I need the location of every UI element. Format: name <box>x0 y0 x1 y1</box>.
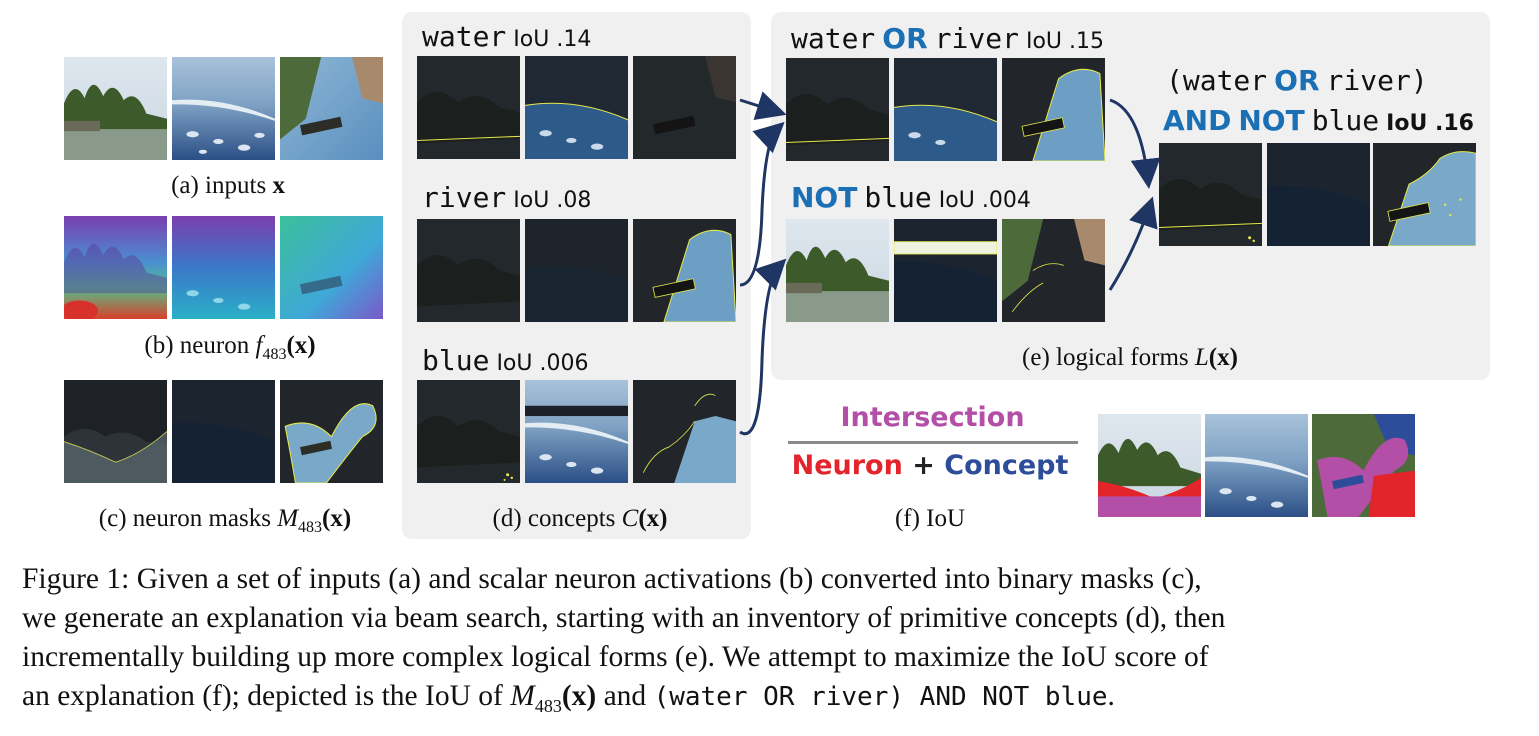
form-or-iou: IoU .15 <box>1025 29 1104 54</box>
neuron-heatmap-forest <box>64 216 167 319</box>
iou-neuron: Neuron <box>791 450 903 481</box>
caption-d: (d) concepts C(x) <box>440 505 720 533</box>
caption-b-arg: (x) <box>286 332 316 359</box>
concept-water-iou: IoU .14 <box>513 27 592 52</box>
iou-plus: + <box>912 450 935 481</box>
concept-river-image-3 <box>633 219 736 322</box>
concept-water-name: water <box>422 20 507 53</box>
form-or-left: water <box>791 22 876 55</box>
caption-b: (b) neuron f483(x) <box>100 332 360 364</box>
figure-caption-line4-and: and <box>603 680 647 712</box>
iou-image-forest <box>1098 414 1201 517</box>
caption-c-arg: (x) <box>322 505 352 532</box>
caption-a: (a) inputs x <box>118 172 338 200</box>
form-final-or: OR <box>1274 64 1320 97</box>
form-not-image-1 <box>786 219 889 322</box>
figure-caption-line4-arg: (x) <box>561 680 597 712</box>
iou-image-sea <box>1205 414 1308 517</box>
caption-c-text: (c) neuron masks <box>98 505 271 532</box>
caption-c-func: M <box>277 505 299 532</box>
figure-caption-line4-end: . <box>1107 680 1115 712</box>
form-final-line1: (water OR river) <box>1166 64 1428 98</box>
form-final-close: river) <box>1326 64 1428 97</box>
figure-caption-line4-pre: an explanation (f); depicted is the IoU … <box>22 680 503 712</box>
form-final-not: NOT <box>1238 104 1305 137</box>
form-final-term: blue <box>1311 104 1380 137</box>
concept-river-image-2 <box>525 219 628 322</box>
form-or-image-2 <box>894 58 997 161</box>
caption-d-arg: (x) <box>638 505 668 532</box>
form-or-image-3 <box>1002 58 1105 161</box>
form-final-open: (water <box>1166 64 1268 97</box>
concept-label-blue: blue IoU .006 <box>422 344 588 378</box>
form-or-image-1 <box>786 58 889 161</box>
caption-a-var: x <box>272 172 285 199</box>
caption-b-func: f <box>255 332 263 359</box>
form-not-image-2 <box>894 219 997 322</box>
iou-image-canal <box>1312 414 1415 517</box>
concept-label-river: river IoU .08 <box>422 181 591 215</box>
form-final-image-2 <box>1267 143 1370 246</box>
form-final-image-3 <box>1373 143 1476 246</box>
concept-blue-image-2 <box>525 380 628 483</box>
caption-b-sub: 483 <box>262 346 287 363</box>
concept-blue-image-3 <box>633 380 736 483</box>
caption-c-sub: 483 <box>298 519 323 536</box>
concept-river-iou: IoU .08 <box>513 188 592 213</box>
form-not-blue-label: NOT blue IoU .004 <box>791 181 1031 215</box>
neuron-mask-sea <box>172 380 275 483</box>
figure-caption-line3: incrementally building up more complex l… <box>22 641 1209 673</box>
caption-e-func: L <box>1194 344 1209 371</box>
form-not-image-3 <box>1002 219 1105 322</box>
concept-river-name: river <box>422 181 507 214</box>
concept-water-image-2 <box>525 56 628 159</box>
concept-water-image-3 <box>633 56 736 159</box>
concept-label-water: water IoU .14 <box>422 20 591 54</box>
figure-caption-line2: we generate an explanation via beam sear… <box>22 602 1226 634</box>
caption-c: (c) neuron masks M483(x) <box>60 505 390 537</box>
figure-caption-line4-M: M <box>510 680 535 712</box>
figure-caption-line4-sub: 483 <box>534 695 562 716</box>
input-image-canal <box>280 57 383 160</box>
form-final-image-1 <box>1159 143 1262 246</box>
neuron-heatmap-sea <box>172 216 275 319</box>
form-final-and: AND <box>1163 104 1232 137</box>
caption-a-text: (a) inputs <box>171 172 267 199</box>
caption-d-func: C <box>621 505 639 532</box>
neuron-heatmap-canal <box>280 216 383 319</box>
form-final-iou: IoU .16 <box>1386 111 1474 136</box>
input-image-forest <box>64 57 167 160</box>
input-image-sea <box>172 57 275 160</box>
caption-b-text: (b) neuron <box>144 332 250 359</box>
caption-e: (e) logical forms L(x) <box>975 344 1285 372</box>
form-not-iou: IoU .004 <box>938 188 1031 213</box>
caption-e-arg: (x) <box>1208 344 1238 371</box>
concept-water-image-1 <box>417 56 520 159</box>
concept-blue-iou: IoU .006 <box>496 351 589 376</box>
figure-caption-line4-code: (water OR river) AND NOT blue <box>653 682 1108 712</box>
concept-blue-name: blue <box>422 344 490 377</box>
figure-caption-line4: an explanation (f); depicted is the IoU … <box>22 677 1532 726</box>
figure-caption-line1: Figure 1: Given a set of inputs (a) and … <box>22 563 1202 595</box>
form-final-line2: AND NOT blue IoU .16 <box>1163 104 1474 138</box>
concept-river-image-1 <box>417 219 520 322</box>
form-or-right: river <box>934 22 1019 55</box>
concept-blue-image-1 <box>417 380 520 483</box>
form-not-op: NOT <box>791 181 858 214</box>
caption-e-text: (e) logical forms <box>1022 344 1189 371</box>
neuron-mask-forest <box>64 380 167 483</box>
iou-concept: Concept <box>944 450 1069 481</box>
iou-fraction-line <box>788 441 1078 444</box>
figure-caption: Figure 1: Given a set of inputs (a) and … <box>22 560 1532 726</box>
form-or-op: OR <box>882 22 928 55</box>
logical-forms-panel <box>771 12 1490 380</box>
caption-d-text: (d) concepts <box>492 505 616 532</box>
neuron-mask-canal <box>280 380 383 483</box>
form-water-or-river-label: water OR river IoU .15 <box>791 22 1104 56</box>
iou-denominator: Neuron + Concept <box>780 450 1080 481</box>
form-not-term: blue <box>864 181 932 214</box>
caption-f: (f) IoU <box>894 505 966 532</box>
iou-numerator: Intersection <box>840 402 1025 433</box>
